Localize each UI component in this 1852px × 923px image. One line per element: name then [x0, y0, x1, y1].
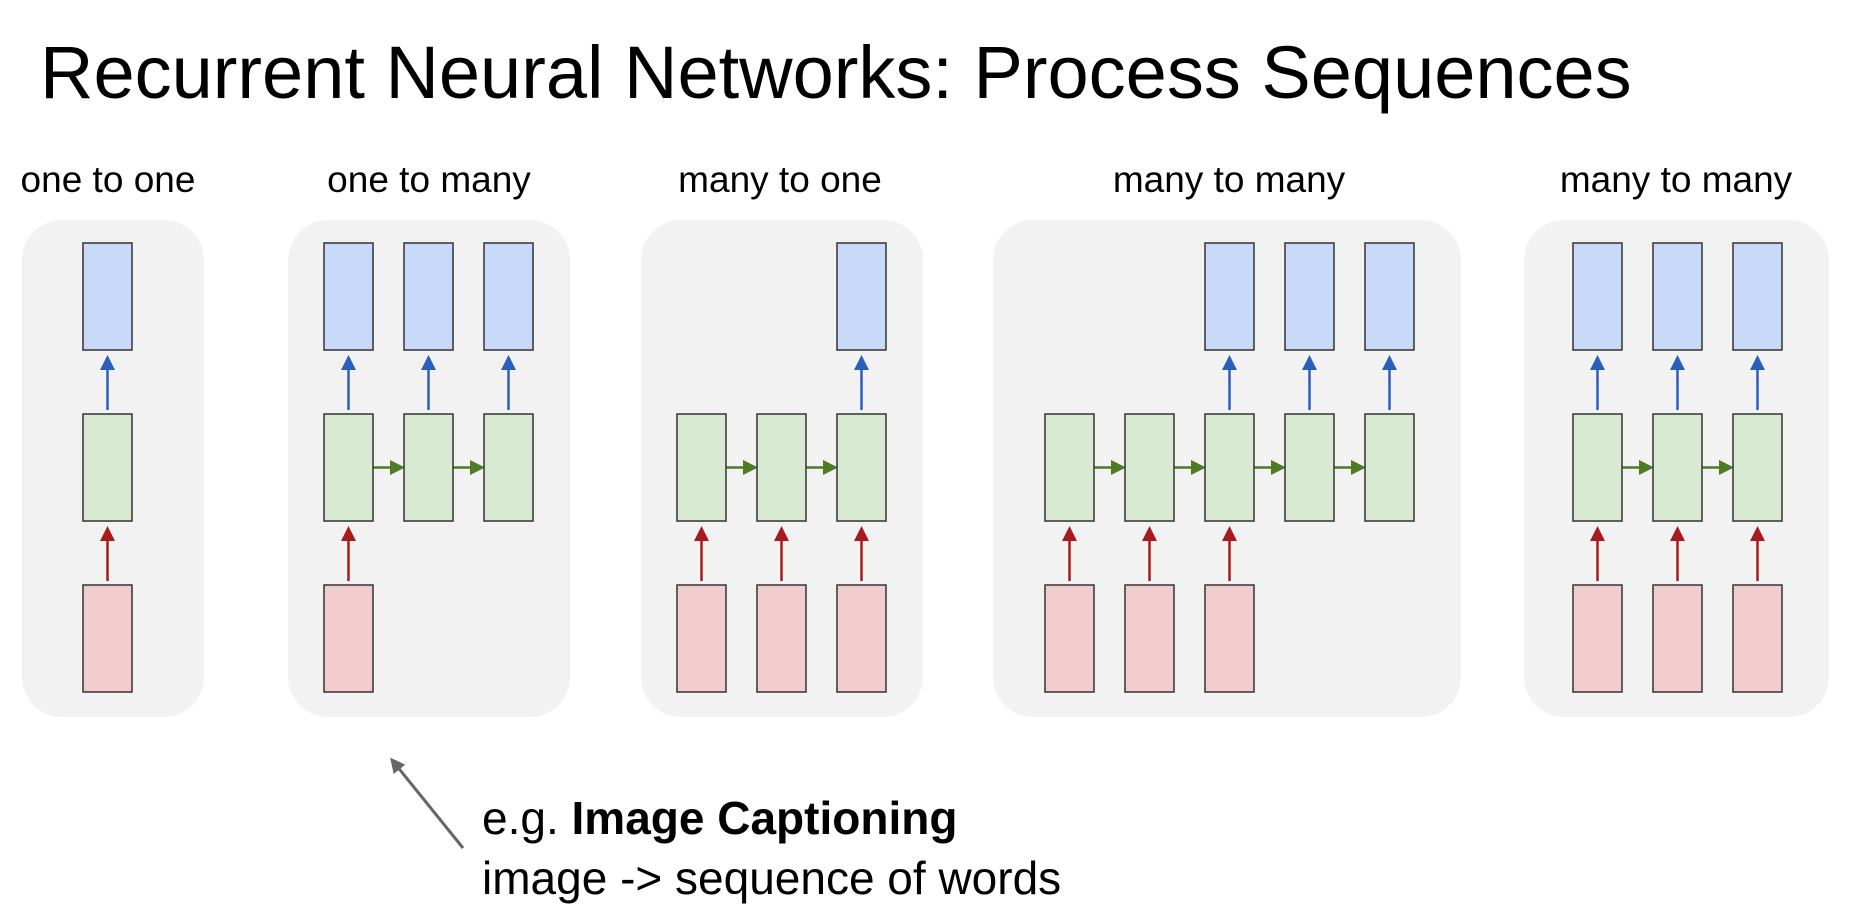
diagram-label: many to many — [1560, 159, 1793, 200]
output-box — [1732, 242, 1783, 351]
diagram-label: one to one — [21, 159, 196, 200]
hidden-box — [323, 413, 374, 522]
output-box — [403, 242, 454, 351]
hidden-box — [836, 413, 887, 522]
input-box — [756, 584, 807, 693]
annotation-arrow — [390, 757, 465, 849]
slide-title: Recurrent Neural Networks: Process Seque… — [40, 31, 1632, 114]
output-box — [1364, 242, 1415, 351]
hidden-box — [403, 413, 454, 522]
diagram-5: many to many — [1524, 159, 1829, 717]
output-box — [1284, 242, 1335, 351]
diagram-2: one to many — [288, 159, 570, 717]
hidden-box — [1204, 413, 1255, 522]
diagram-label: many to one — [678, 159, 882, 200]
diagram-3: many to one — [641, 159, 923, 717]
diagram-label: many to many — [1113, 159, 1346, 200]
hidden-box — [1732, 413, 1783, 522]
annotation-line-1: e.g. Image Captioning — [482, 788, 1061, 848]
output-box — [836, 242, 887, 351]
annotation-line-2: image -> sequence of words — [482, 852, 1062, 904]
hidden-box — [1364, 413, 1415, 522]
hidden-box — [1044, 413, 1095, 522]
diagram-label: one to many — [327, 159, 531, 200]
output-box — [483, 242, 534, 351]
output-box — [82, 242, 133, 351]
input-box — [1732, 584, 1783, 693]
output-box — [1204, 242, 1255, 351]
hidden-box — [1652, 413, 1703, 522]
input-box — [1204, 584, 1255, 693]
hidden-box — [676, 413, 727, 522]
annotation-emphasis: Image Captioning — [571, 792, 958, 844]
input-box — [1044, 584, 1095, 693]
output-box — [323, 242, 374, 351]
hidden-box — [82, 413, 133, 522]
input-box — [323, 584, 374, 693]
hidden-box — [483, 413, 534, 522]
annotation: e.g. Image Captioning image -> sequence … — [482, 788, 1061, 908]
input-box — [676, 584, 727, 693]
output-box — [1652, 242, 1703, 351]
input-box — [1124, 584, 1175, 693]
annotation-prefix: e.g. — [482, 792, 572, 844]
input-box — [1572, 584, 1623, 693]
input-box — [82, 584, 133, 693]
hidden-box — [1572, 413, 1623, 522]
hidden-box — [756, 413, 807, 522]
diagram-4: many to many — [993, 159, 1461, 717]
hidden-box — [1284, 413, 1335, 522]
hidden-box — [1124, 413, 1175, 522]
output-box — [1572, 242, 1623, 351]
input-box — [1652, 584, 1703, 693]
diagram-1: one to one — [21, 159, 204, 717]
input-box — [836, 584, 887, 693]
